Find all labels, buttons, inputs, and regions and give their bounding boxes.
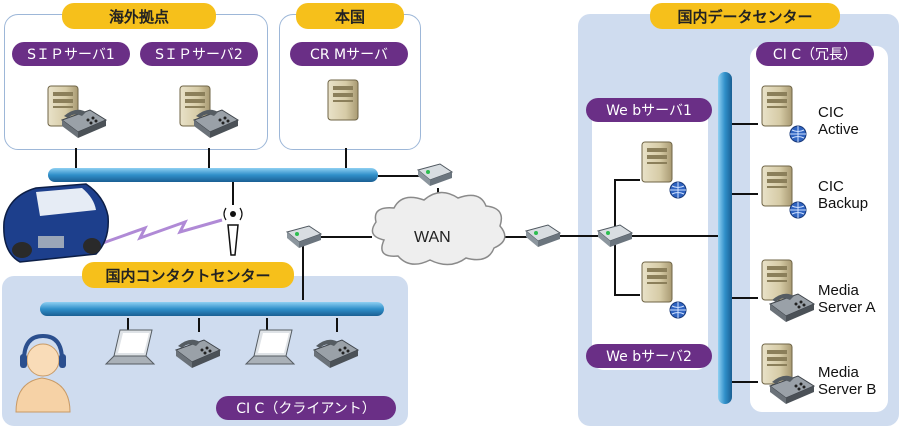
sip-server-1-label: SＩＰサーバ1 [12, 42, 130, 66]
ip-phone-icon [61, 109, 107, 139]
globe-icon [789, 201, 807, 219]
ip-phone-icon [769, 375, 815, 405]
wan-label: WAN [414, 229, 451, 246]
cic-active-server-icon [761, 85, 793, 127]
media-server-a-label: Media Server A [818, 282, 876, 316]
web-server-1-icon [641, 141, 673, 183]
cic-backup-line-1: CIC [818, 178, 844, 195]
laptop-icon [245, 329, 295, 365]
media-server-b-line-2: Server B [818, 381, 877, 398]
cic-redundant-label: CI C（冗長） [756, 42, 874, 66]
cic-active-line-1: CIC [818, 104, 844, 121]
cic-active-label: CIC Active [818, 104, 859, 138]
globe-icon [789, 125, 807, 143]
web-server-2-label: We bサーバ2 [586, 344, 712, 368]
web-server-1-label: We bサーバ1 [586, 98, 712, 122]
media-server-a-line-1: Media [818, 282, 859, 299]
router-icon [597, 224, 633, 248]
antenna-icon [223, 207, 243, 256]
router-icon [417, 163, 453, 187]
hq-zone-title: 本国 [296, 3, 404, 29]
crm-server-icon [327, 79, 359, 121]
crm-server-label: CR Mサーバ [290, 42, 408, 66]
ip-phone-icon [175, 339, 221, 369]
globe-icon [669, 301, 687, 319]
web-server-2-icon [641, 261, 673, 303]
cic-active-line-2: Active [818, 121, 859, 138]
ip-phone-icon [313, 339, 359, 369]
contact-center-lan-bus [40, 302, 384, 316]
cic-backup-label: CIC Backup [818, 178, 868, 212]
radio-wave-icon [99, 218, 223, 246]
laptop-icon [105, 329, 155, 365]
router-icon [286, 225, 322, 249]
media-server-b-line-1: Media [818, 364, 859, 381]
operator-icon [15, 333, 71, 413]
globe-icon [669, 181, 687, 199]
cic-client-label: CI C（クライアント） [216, 396, 396, 420]
car-icon [3, 183, 109, 263]
media-server-b-label: Media Server B [818, 364, 876, 398]
ip-phone-icon [769, 293, 815, 323]
cic-backup-line-2: Backup [818, 195, 869, 212]
datacenter-lan-bus [718, 72, 732, 404]
overseas-zone-title: 海外拠点 [62, 3, 216, 29]
cic-backup-server-icon [761, 165, 793, 207]
datacenter-zone-title: 国内データセンター [650, 3, 840, 29]
overseas-lan-bus [48, 168, 378, 182]
media-server-a-line-2: Server A [818, 299, 876, 316]
ip-phone-icon [193, 109, 239, 139]
wan-cloud [371, 191, 506, 266]
contact-center-zone-title: 国内コンタクトセンター [82, 262, 294, 288]
sip-server-2-label: SＩＰサーバ2 [140, 42, 258, 66]
router-icon [525, 224, 561, 248]
